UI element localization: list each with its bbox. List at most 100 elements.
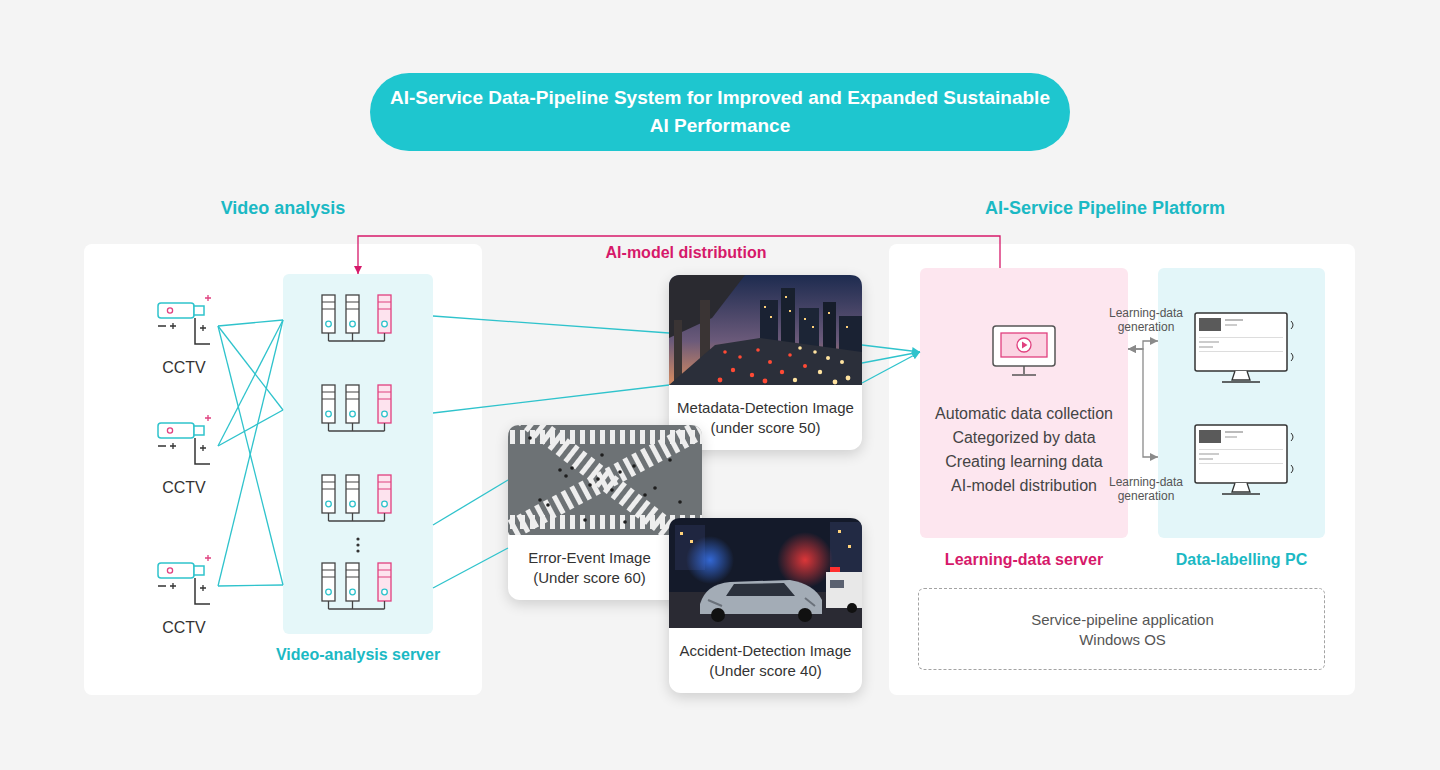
illustration-part [322,385,391,431]
illustration-part [840,360,844,364]
title-text: AI-Service Data-Pipeline System for Impr… [385,84,1055,140]
text-slot: CCTV [140,358,228,378]
connector [218,326,283,410]
illustration-part [711,608,725,622]
illustration-part [770,316,772,318]
illustration-part [847,603,857,613]
label-slot: Learning-data generation [1100,475,1192,503]
illustration-part [668,458,672,462]
platform-box: Service-pipeline applicationWindows OS [918,588,1325,670]
platform-line: Service-pipeline application [1031,610,1214,629]
illustration-part [618,470,622,474]
illustration-part [643,493,647,497]
illustration-part [158,555,211,604]
connector [218,326,283,585]
illustration-part [793,346,851,384]
card-score: (Under score 60) [533,568,646,587]
cctv-node: CCTV [150,556,218,640]
illustration-part [708,598,815,606]
illustration-part [756,348,760,352]
illustration-part [596,477,600,481]
illustration-part [669,338,862,385]
illustration-part [768,360,772,364]
text-slot: AI-model distribution [922,476,1126,496]
feature-line: Automatic data collection [935,404,1113,424]
illustration-part [356,537,359,540]
illustration-part [1017,338,1031,352]
cctv-label: CCTV [162,478,206,498]
illustration-part [680,532,683,535]
illustration-part [632,464,636,468]
text-slot: CCTV [140,478,228,498]
illustration-part [846,326,848,328]
illustration-part [546,503,550,507]
illustration-part [818,370,822,374]
connector [862,352,920,363]
platform-line: Windows OS [1079,630,1166,649]
illustration-part [781,288,795,360]
text-slot: Video analysis [84,197,482,220]
illustration-part [1022,342,1028,349]
illustration-part [600,453,604,457]
illustration-part [538,498,542,502]
connector [1128,349,1158,457]
feature-line: Creating learning data [945,452,1102,472]
illustration-part [322,475,391,521]
text-slot: Error-Event Image [510,548,669,567]
text-slot: CCTV [140,618,228,638]
illustration-part [669,275,862,385]
card-score: (Under score 40) [709,661,822,680]
text-slot: (Under score 60) [510,568,669,587]
illustration-part [718,348,807,383]
title-pill: AI-Service Data-Pipeline System for Impr… [370,73,1070,151]
server-group: Video-analysis server [283,274,433,634]
illustration-part [678,500,682,504]
group-heading: Video-analysis server [276,645,440,665]
box-heading: Data-labelling PC [1176,550,1308,570]
connector [433,316,669,333]
illustration-part [1001,333,1047,357]
text-slot: Creating learning data [922,452,1126,472]
box-heading: Learning-data server [945,550,1103,570]
illustration-part [481,389,729,571]
illustration-part [1195,313,1293,382]
illustration-part [750,373,754,377]
illustration-part [669,518,862,628]
illustration-part [798,346,802,350]
text-slot: Automatic data collection [922,404,1126,424]
section-panel: CCTVCCTVCCTVVideo-analysis serverVideo a… [84,244,482,695]
connector [862,345,920,352]
illustration-part [830,567,840,572]
illustration-part [788,353,792,357]
illustration-part [558,468,562,472]
illustration-part [777,532,833,588]
card-score: (under score 50) [710,418,820,437]
illustration-part [700,580,822,614]
connector [218,410,283,446]
pc-box: Data-labelling PC [1158,268,1325,538]
connector [433,548,508,588]
illustration-part [508,430,702,444]
label-slot: AI-model distribution [566,243,806,263]
illustration-part [669,592,862,628]
illustration-part [838,530,841,533]
connector [218,320,283,326]
illustration-part [675,525,705,570]
server-box: Learning-data serverAutomatic data colle… [920,268,1128,538]
illustration-part [492,389,717,571]
text-slot: Categorized by data [922,428,1126,448]
text-slot: Video-analysis server [253,645,463,665]
connector [1128,341,1158,349]
illustration-part [528,436,682,524]
illustration-part [839,316,862,360]
illustration-part [793,378,797,382]
text-slot: AI-Service Pipeline Platform [872,197,1338,220]
connector [433,385,669,413]
illustration-part [799,308,819,360]
connector [218,320,283,586]
text-slot: Service-pipeline application [923,610,1322,629]
illustration-part [993,326,1055,366]
illustration-part [848,545,851,548]
cctv-node: CCTV [150,296,218,380]
